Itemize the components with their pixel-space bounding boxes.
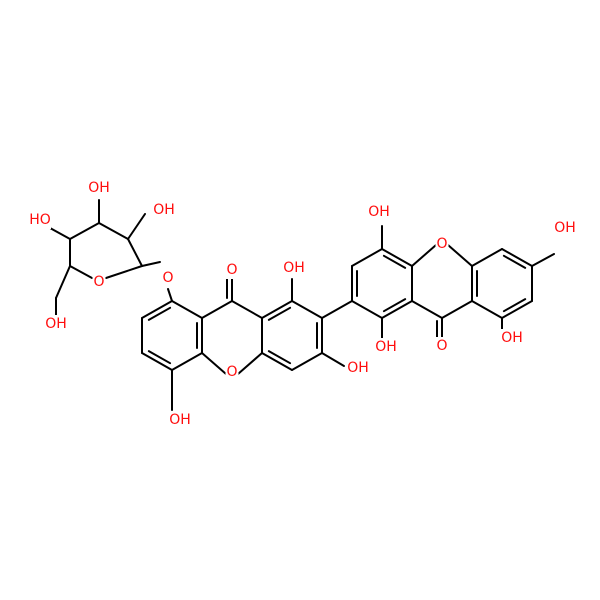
bond-o-glycoside (167, 288, 173, 302)
atom-label-text: OH (501, 330, 523, 346)
bond-oh-right-c6 (531, 253, 555, 267)
atom-oh-right-c8: OH (501, 329, 523, 347)
atom-label-text: O (436, 338, 447, 354)
atom-label-background (169, 411, 191, 429)
atom-label-text: OH (169, 412, 191, 428)
bond-s2-oh (127, 213, 146, 240)
bond-k1-b1 (201, 300, 233, 319)
bond-s2-s3 (98, 222, 129, 240)
bond-a4-a5-inner (267, 350, 292, 365)
bond-k2-d1 (441, 300, 473, 319)
bond-a3-a4 (291, 352, 323, 371)
bond-b2-o1 (201, 352, 227, 375)
atom-label-background (347, 359, 369, 377)
atom-label-background (161, 269, 175, 287)
atom-label-background (435, 235, 449, 253)
atom-label-background (368, 203, 390, 221)
bond-b5-b6 (141, 300, 173, 319)
atom-label-text: OH (368, 204, 390, 220)
atom-label-text: O (226, 364, 237, 380)
bond-biaryl (321, 300, 353, 319)
bond-c5-k2 (411, 300, 443, 319)
atom-label-background (45, 315, 67, 333)
atom-label-text: OH (45, 316, 67, 332)
bond-a4-a5 (261, 352, 293, 371)
bond-a6-a1-inner (267, 306, 292, 321)
bond-b3-b4-inner (147, 350, 172, 365)
bond-c2-c3 (351, 248, 383, 267)
atom-label-text: HO (29, 212, 51, 228)
bond-d3-d4 (501, 248, 533, 267)
bond-b3-b4 (141, 352, 173, 371)
atom-glycoside-link-o: O (161, 269, 175, 287)
atom-label-background (554, 219, 576, 237)
atom-ring-o-right: O (435, 235, 449, 253)
bond-d2-o2 (447, 244, 473, 267)
bond-c5-c6 (381, 300, 413, 319)
atom-label-text: OH (554, 220, 576, 236)
atom-oh-left-c3: OH (347, 359, 369, 377)
bond-a6-a1 (261, 300, 293, 319)
bond-d5-d6-inner (502, 298, 527, 313)
bond-b5-b6-inner (147, 306, 172, 321)
bond-d2-d3 (471, 248, 503, 267)
atom-oh-sugar-c3: OH (88, 179, 110, 197)
atom-label-layer: O O O O O O OH HO OH OH OH OH OH OH OH OH OH (29, 179, 576, 429)
atom-label-background (92, 273, 106, 291)
atom-label-text: OH (347, 360, 369, 376)
bond-s4-oh (49, 227, 71, 240)
atom-oh-right-c6: OH (554, 219, 576, 237)
bond-a1-a2 (291, 300, 323, 319)
atom-label-text: O (162, 270, 173, 286)
atom-label-background (29, 211, 51, 229)
bond-b2-b3 (171, 352, 203, 371)
bond-layer (49, 199, 555, 411)
atom-label-background (153, 201, 175, 219)
atom-ketone-o-left: O (225, 261, 239, 279)
atom-label-background (435, 337, 449, 355)
atom-label-text: OH (88, 180, 110, 196)
bond-c5-c6-inner (382, 298, 407, 313)
atom-label-background (88, 179, 110, 197)
bond-s5-so (69, 265, 93, 279)
atom-oh-right-c4: OH (368, 203, 390, 221)
atom-label-text: O (436, 236, 447, 252)
atom-oh-left-c1: OH (283, 259, 305, 277)
atom-ring-o-left: O (225, 363, 239, 381)
atom-oh-sugar-c4: HO (29, 211, 51, 229)
atom-ketone-o-right: O (435, 337, 449, 355)
bond-link-s1 (141, 261, 161, 267)
bond-b6-b1 (171, 300, 203, 319)
bond-oh-left-c3 (321, 352, 345, 367)
atom-label-text: OH (153, 202, 175, 218)
atom-label-text: OH (283, 260, 305, 276)
atom-label-text: O (226, 262, 237, 278)
bond-a6-k1 (231, 300, 263, 319)
bond-d5-d6 (501, 300, 533, 319)
bond-s3-s4 (69, 222, 100, 240)
bond-d6-d1 (471, 300, 503, 319)
bond-o1-a5 (237, 352, 263, 375)
atom-oh-right-c1: OH (375, 338, 397, 356)
atom-label-text: O (93, 274, 104, 290)
atom-label-text: OH (375, 339, 397, 355)
bond-s1-s2 (127, 238, 143, 267)
atom-label-background (225, 363, 239, 381)
bond-so-s1 (105, 265, 143, 279)
bond-d3-d4-inner (502, 254, 527, 269)
bond-c3-c4 (381, 248, 413, 267)
atom-label-background (501, 329, 523, 347)
bond-c6-c1 (351, 300, 383, 319)
atom-sugar-ring-o: O (92, 273, 106, 291)
atom-label-background (225, 261, 239, 279)
atom-oh-sugar-ch2: OH (45, 315, 67, 333)
atom-label-background (283, 259, 305, 277)
bond-c3-c4-inner (382, 254, 407, 269)
bond-o2-c4 (411, 244, 437, 267)
atom-oh-sugar-c2: OH (153, 201, 175, 219)
atom-label-background (375, 338, 397, 356)
atom-oh-left-c5: OH (169, 411, 191, 429)
bond-s5-s6 (55, 265, 71, 299)
